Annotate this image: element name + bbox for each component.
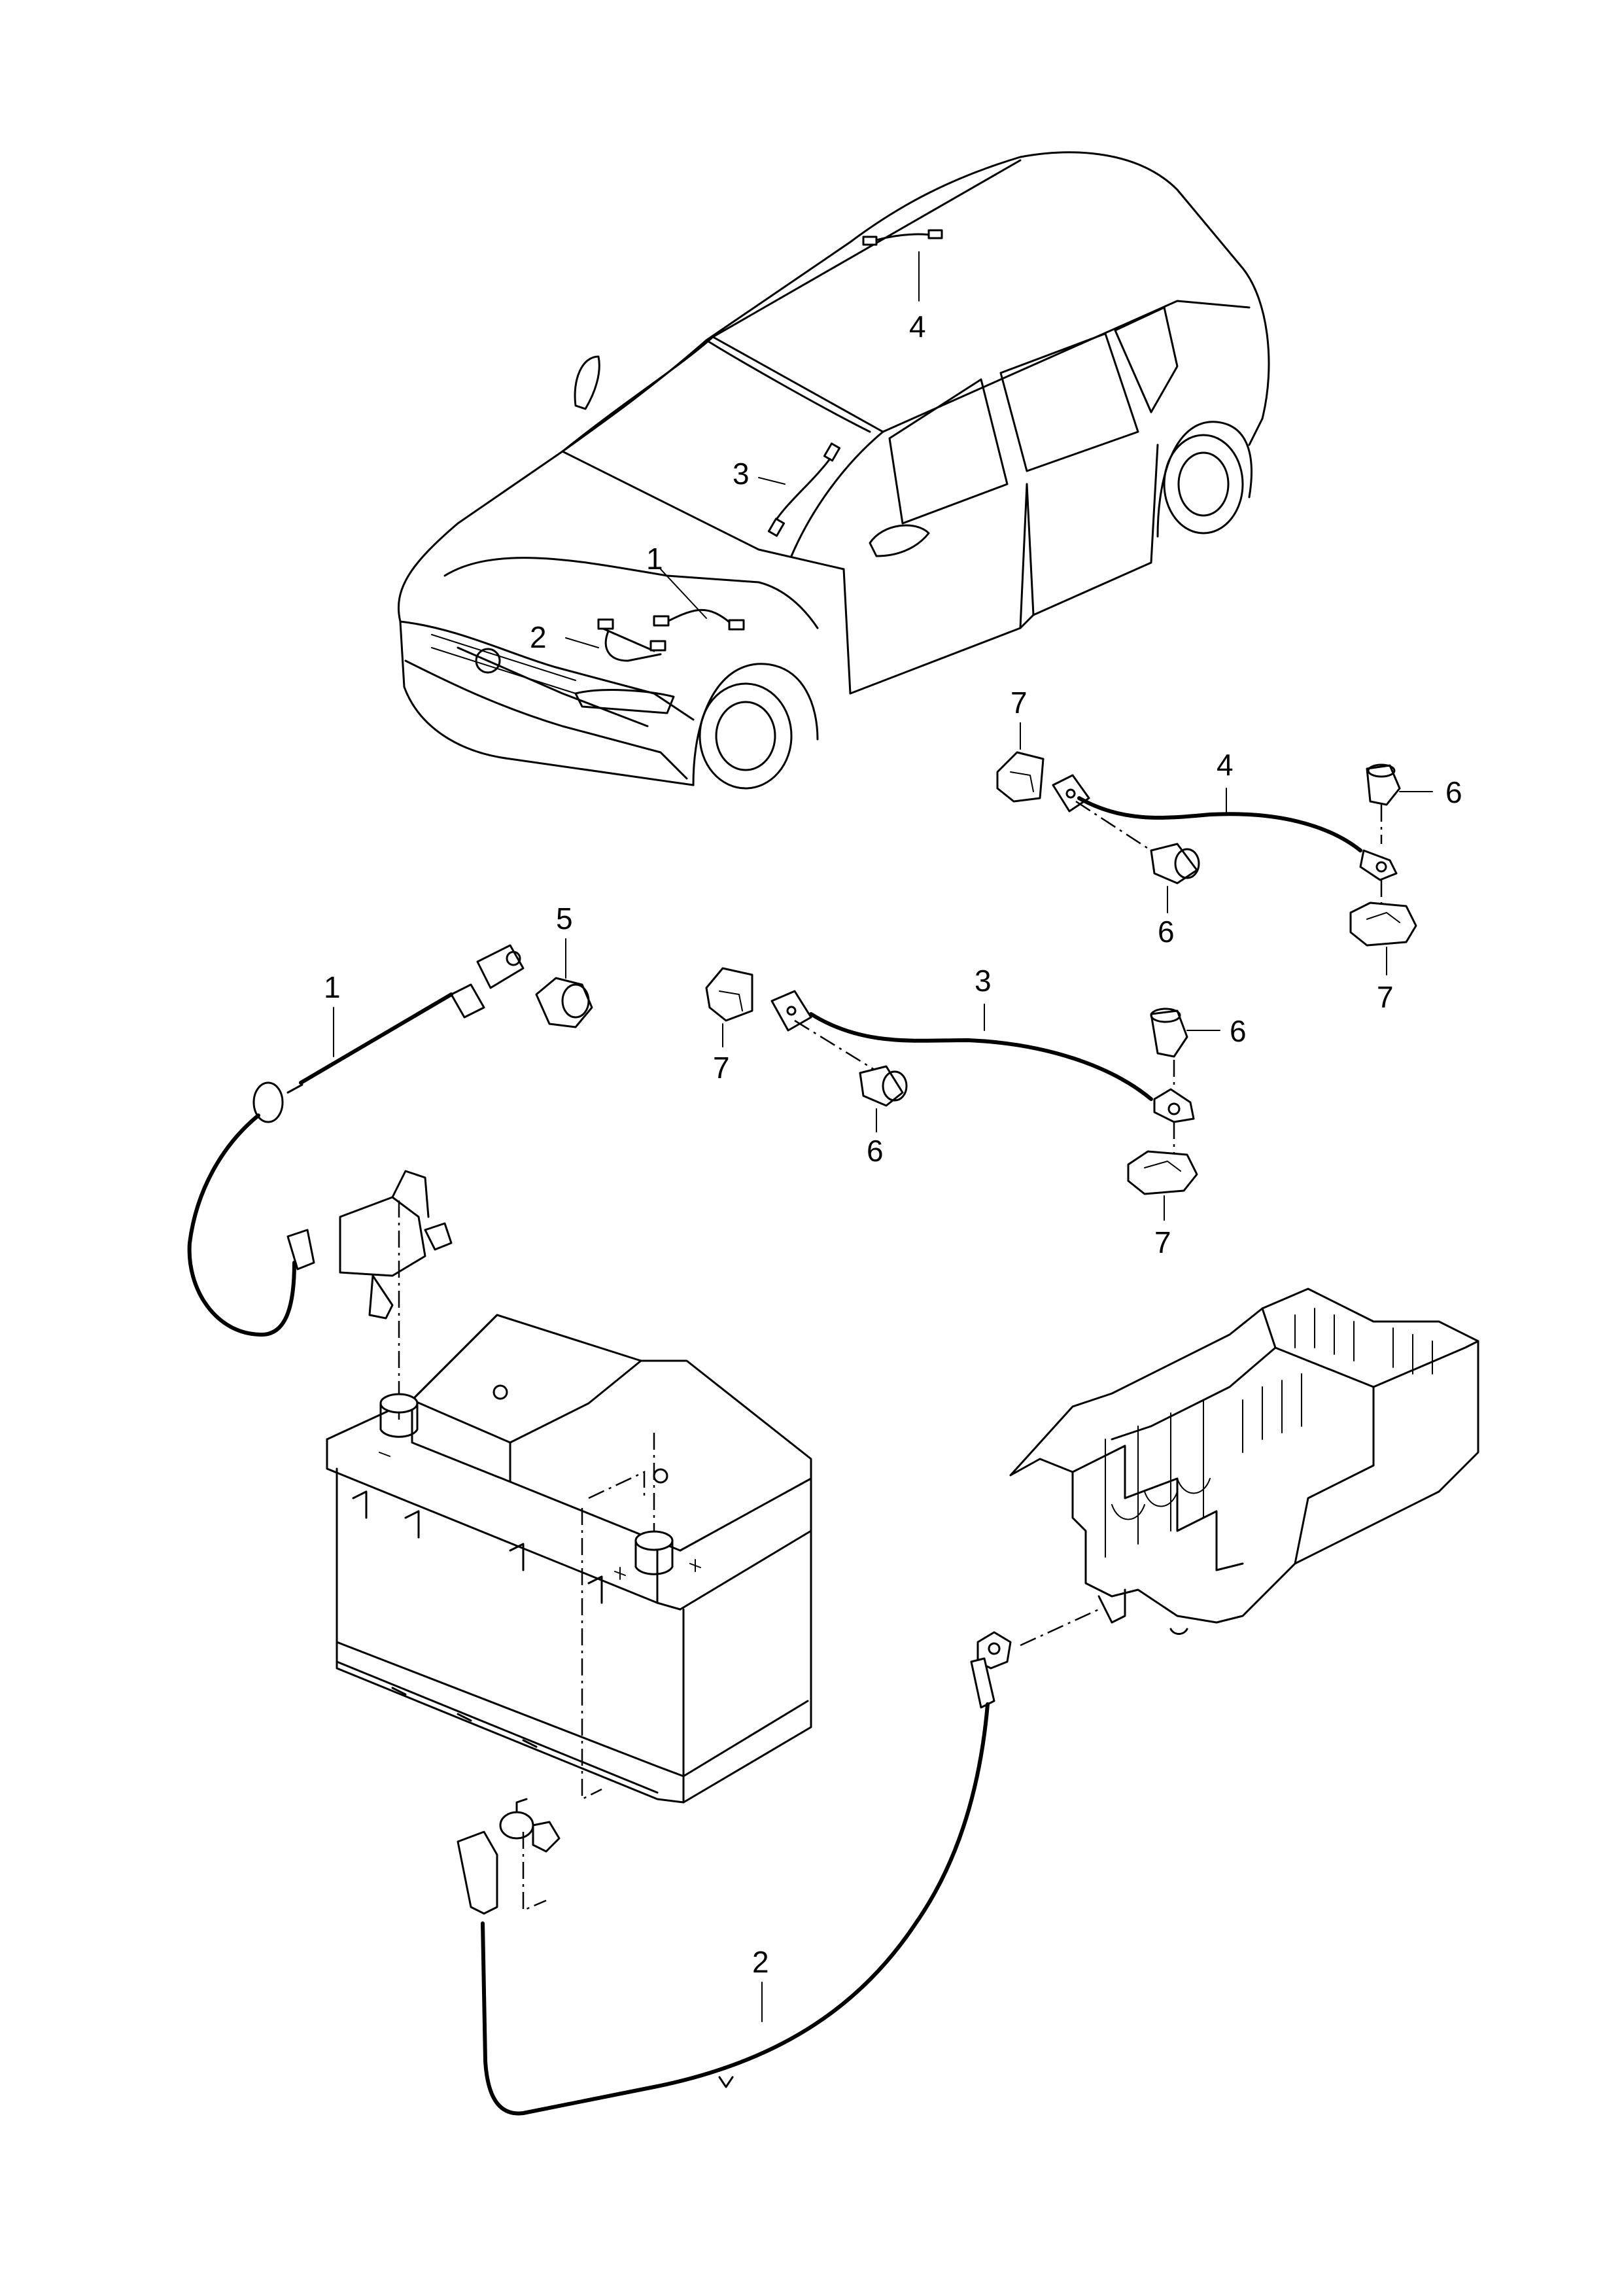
callout-number: 3 — [733, 457, 750, 491]
battery-cable-2 — [457, 1631, 1012, 2116]
callout-number: 1 — [646, 542, 663, 576]
callout-number: 6 — [1230, 1014, 1247, 1048]
clip-7-c3-left — [705, 967, 753, 1022]
callout-car-1: 1 — [646, 542, 707, 619]
callout-number: 5 — [556, 902, 573, 936]
bolt-6-c3-right — [1150, 1007, 1188, 1058]
callout-car-3: 3 — [733, 457, 786, 491]
callout-number: 3 — [975, 964, 992, 998]
clip-7-c4-left — [996, 751, 1045, 803]
callout-number: 6 — [867, 1134, 884, 1168]
callout-c4-bolt-bottom: 6 — [1158, 886, 1175, 949]
callout-c3-bolt-right: 6 — [1186, 1014, 1247, 1048]
fuse-box — [1009, 1288, 1479, 1647]
callout-number: 2 — [752, 1945, 769, 1979]
callout-car-4: 4 — [909, 251, 926, 343]
callout-number: 2 — [530, 620, 547, 654]
callout-c3-bolt-bottom: 6 — [867, 1108, 884, 1168]
clip-7-c4-right — [1349, 902, 1417, 947]
callout-number: 7 — [1011, 686, 1028, 720]
callout-c1-label: 1 — [324, 970, 341, 1057]
vehicle-illustration — [397, 151, 1270, 790]
callout-number: 7 — [713, 1051, 730, 1085]
callout-number: 6 — [1445, 775, 1462, 809]
callout-number: 4 — [909, 309, 926, 343]
ground-strap-4 — [1052, 774, 1398, 919]
battery — [326, 1314, 812, 1804]
callout-c4-bolt-top: 6 — [1399, 775, 1462, 809]
callout-c1-nut: 5 — [556, 902, 573, 979]
callout-c4-clip-right: 7 — [1377, 947, 1394, 1014]
bolt-6-c4-bottom — [1150, 843, 1200, 885]
callout-number: 7 — [1377, 980, 1394, 1014]
battery-cable-1 — [187, 944, 525, 1420]
callout-number: 1 — [324, 970, 341, 1004]
callout-c4-clip-left: 7 — [1011, 686, 1028, 750]
callout-c3-label: 3 — [975, 964, 992, 1031]
callout-number: 7 — [1154, 1225, 1171, 1259]
callout-c3-clip-right: 7 — [1154, 1195, 1171, 1259]
callout-number: 6 — [1158, 915, 1175, 949]
callout-number: 4 — [1217, 748, 1234, 782]
callout-c4-label: 4 — [1217, 748, 1234, 815]
bolt-6-c4-top — [1366, 763, 1401, 806]
callout-c3-clip-left: 7 — [713, 1023, 730, 1085]
callout-car-2: 2 — [530, 620, 599, 654]
clip-7-c3-right — [1127, 1150, 1198, 1195]
ground-strap-3 — [770, 990, 1195, 1158]
bolt-6-c3-bottom — [859, 1065, 908, 1107]
nut-5 — [535, 977, 593, 1028]
callout-c2-label: 2 — [752, 1945, 769, 2022]
